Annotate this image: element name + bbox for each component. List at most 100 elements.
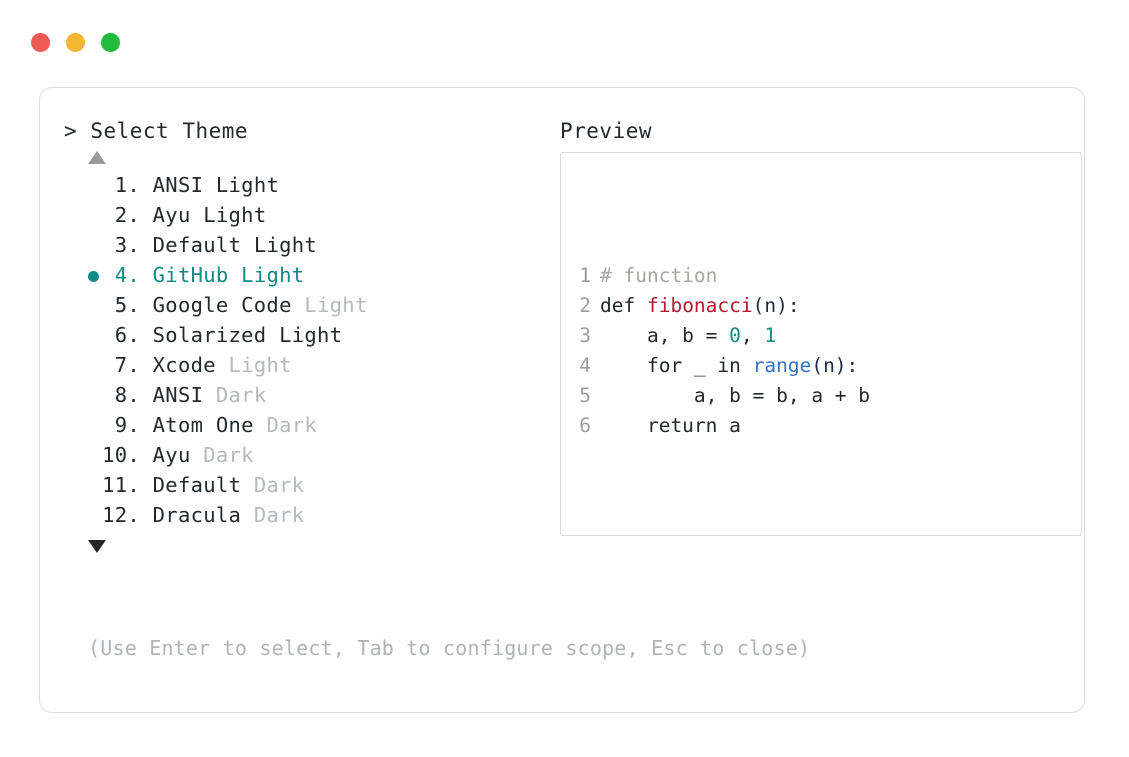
- window-zoom-button[interactable]: [101, 33, 120, 52]
- theme-item-name: ANSI: [152, 173, 204, 197]
- code-token: return a: [600, 414, 741, 437]
- theme-item-name: Atom One: [152, 413, 254, 437]
- theme-item-spacer2: [241, 473, 254, 497]
- window-traffic-lights: [31, 33, 120, 52]
- window-close-button[interactable]: [31, 33, 50, 52]
- prompt-symbol: >: [64, 119, 78, 143]
- theme-item-index: 4.: [114, 263, 140, 287]
- theme-list-item[interactable]: 2. Ayu Light: [64, 200, 534, 230]
- theme-item-variant: Dark: [266, 413, 318, 437]
- select-theme-heading: > Select Theme: [64, 114, 534, 148]
- theme-item-name: Ayu: [152, 443, 191, 467]
- theme-item-spacer: [140, 503, 153, 527]
- theme-item-index: 9.: [114, 413, 140, 437]
- theme-list-item[interactable]: 12. Dracula Dark: [64, 500, 534, 530]
- theme-item-spacer: [140, 233, 153, 257]
- theme-item-spacer: [140, 203, 153, 227]
- theme-item-name: Google Code: [152, 293, 292, 317]
- select-theme-title: Select Theme: [90, 119, 249, 143]
- theme-item-spacer: [140, 173, 153, 197]
- line-number: 4: [579, 354, 591, 377]
- code-line: 6 return a: [579, 411, 905, 441]
- theme-item-spacer: [140, 383, 153, 407]
- line-number: 5: [579, 384, 591, 407]
- code-token: (n):: [752, 294, 800, 317]
- theme-list-item[interactable]: 3. Default Light: [64, 230, 534, 260]
- code-token: for _ in: [600, 354, 753, 377]
- code-line: 1# function: [579, 261, 905, 291]
- theme-list-item[interactable]: 6. Solarized Light: [64, 320, 534, 350]
- code-line: 4 for _ in range(n):: [579, 351, 905, 381]
- theme-item-variant: Dark: [215, 383, 267, 407]
- window-minimize-button[interactable]: [66, 33, 85, 52]
- code-token: a, b = b, a + b: [600, 384, 871, 407]
- theme-item-index: 6.: [114, 323, 140, 347]
- theme-item-spacer2: [203, 173, 216, 197]
- theme-item-spacer: [140, 293, 153, 317]
- theme-item-variant: Light: [279, 323, 343, 347]
- theme-item-variant: Light: [203, 203, 267, 227]
- theme-list-item[interactable]: 9. Atom One Dark: [64, 410, 534, 440]
- keyboard-hint: (Use Enter to select, Tab to configure s…: [88, 636, 811, 660]
- code-token: ,: [740, 324, 765, 347]
- theme-item-name: Ayu: [152, 203, 191, 227]
- theme-item-spacer2: [241, 233, 254, 257]
- theme-list-item[interactable]: 5. Google Code Light: [64, 290, 534, 320]
- selected-bullet-icon: [88, 271, 99, 282]
- theme-list-item[interactable]: 8. ANSI Dark: [64, 380, 534, 410]
- theme-item-index: 12.: [102, 503, 140, 527]
- theme-item-spacer2: [191, 203, 204, 227]
- theme-item-index: 8.: [114, 383, 140, 407]
- theme-item-name: Solarized: [152, 323, 267, 347]
- scroll-down-icon[interactable]: [88, 540, 106, 553]
- theme-item-index: 3.: [114, 233, 140, 257]
- theme-item-name: GitHub: [152, 263, 229, 287]
- code-token: def: [600, 294, 647, 317]
- theme-item-variant: Dark: [253, 503, 305, 527]
- theme-item-spacer2: [203, 383, 216, 407]
- theme-item-spacer2: [266, 323, 279, 347]
- theme-item-spacer: [140, 353, 153, 377]
- theme-item-name: ANSI: [152, 383, 204, 407]
- code-line: 2 def fibonacci(n):: [579, 291, 905, 321]
- code-line: 3 a, b = 0, 1: [579, 321, 905, 351]
- theme-item-variant: Light: [215, 173, 280, 197]
- line-number: 6: [579, 414, 591, 437]
- theme-list-item[interactable]: 1. ANSI Light: [64, 170, 534, 200]
- theme-item-spacer2: [241, 503, 254, 527]
- theme-item-index: 10.: [102, 443, 140, 467]
- theme-item-index: 1.: [114, 173, 140, 197]
- theme-list-item[interactable]: 11. Default Dark: [64, 470, 534, 500]
- theme-item-variant: Light: [304, 293, 368, 317]
- theme-item-spacer: [140, 263, 153, 287]
- code-token: fibonacci: [646, 294, 753, 317]
- scroll-up-icon[interactable]: [88, 151, 106, 164]
- preview-heading: Preview: [560, 119, 653, 143]
- preview-panel: 1# function 2 def fibonacci(n): 3 a, b = 0,…: [560, 152, 1082, 536]
- theme-item-variant: Light: [241, 263, 305, 287]
- theme-item-variant: Light: [253, 233, 318, 257]
- theme-item-spacer2: [292, 293, 305, 317]
- theme-list-item[interactable]: 7. Xcode Light: [64, 350, 534, 380]
- line-number: 2: [579, 294, 591, 317]
- theme-item-variant: Dark: [253, 473, 305, 497]
- code-token: 1: [764, 324, 777, 347]
- theme-item-spacer: [140, 473, 153, 497]
- theme-list-item[interactable]: 10. Ayu Dark: [64, 440, 534, 470]
- line-number: 1: [579, 264, 591, 287]
- theme-item-index: 7.: [114, 353, 140, 377]
- code-token: range: [752, 354, 812, 377]
- theme-item-name: Xcode: [152, 353, 216, 377]
- theme-item-index: 2.: [114, 203, 140, 227]
- theme-item-spacer2: [229, 263, 242, 287]
- theme-list-item[interactable]: 4. GitHub Light: [64, 260, 534, 290]
- theme-item-spacer: [140, 323, 153, 347]
- line-number: 3: [579, 324, 591, 347]
- theme-item-spacer2: [191, 443, 204, 467]
- code-lines: 1# function 2 def fibonacci(n): 3 a, b = 0,…: [579, 261, 905, 441]
